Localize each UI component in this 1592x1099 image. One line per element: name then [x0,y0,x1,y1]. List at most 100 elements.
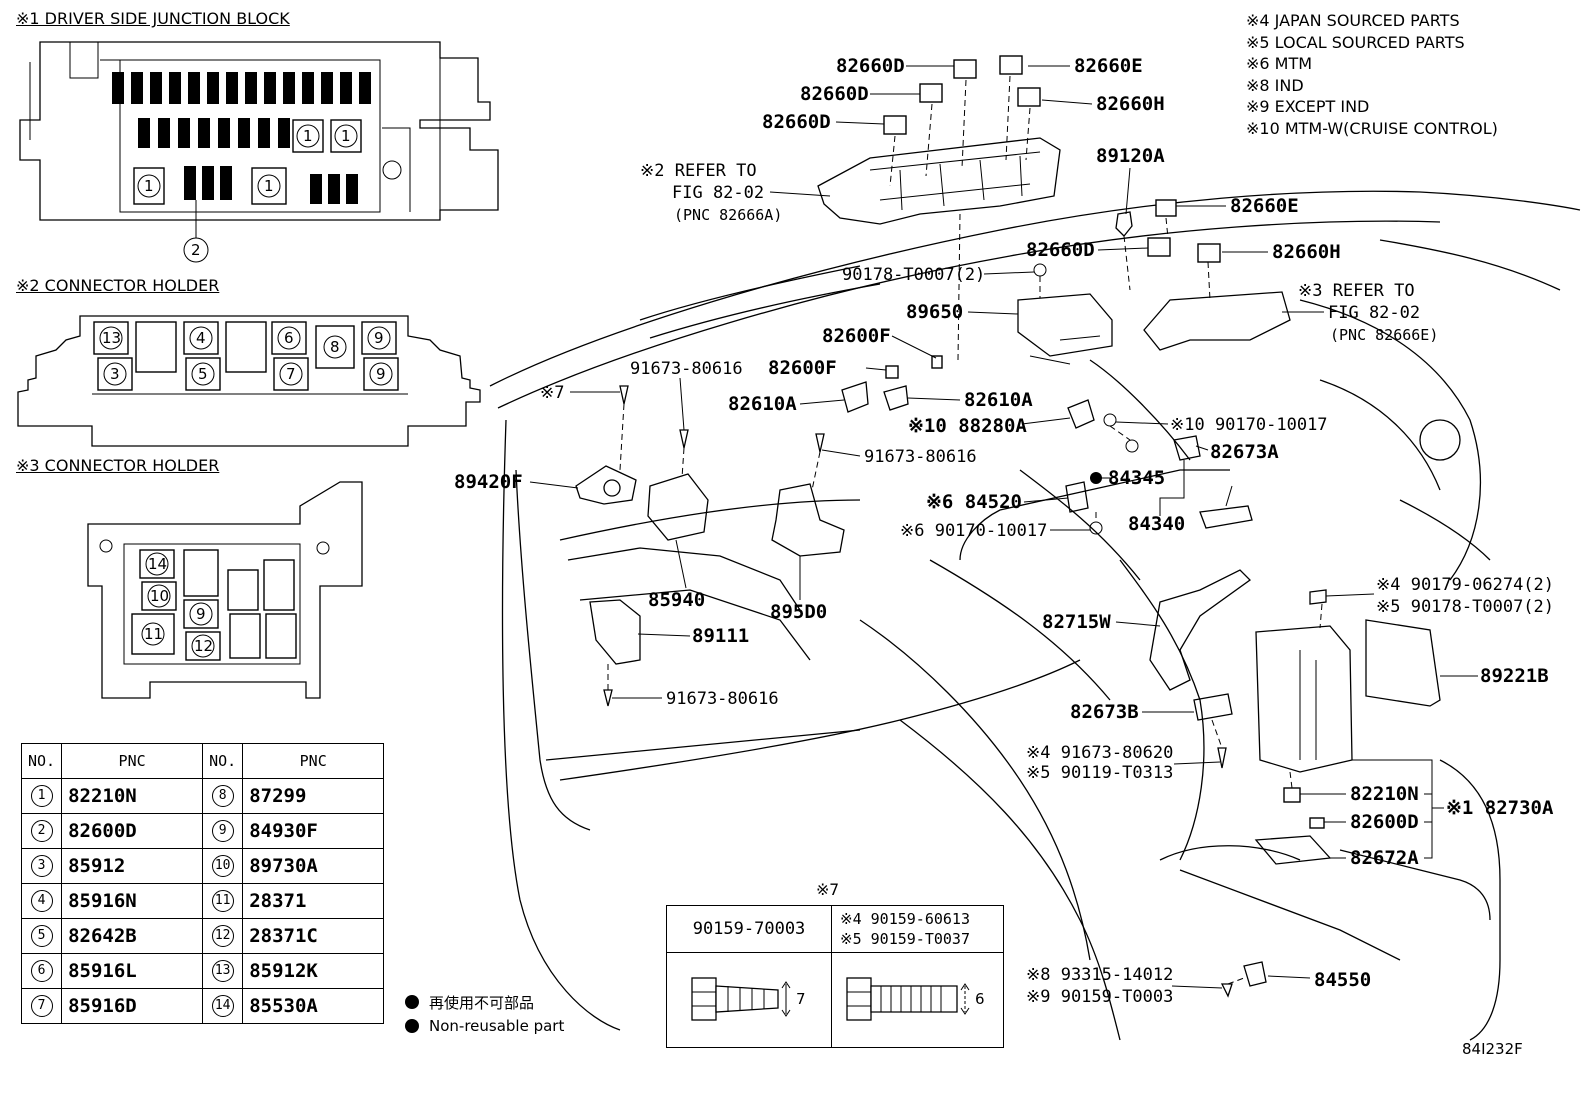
circled-number: 2 [30,820,53,842]
bolt-6-icon: 6 [846,977,985,1021]
svg-text:6: 6 [975,990,985,1008]
label-88280A: ※10 88280A [908,415,1027,437]
h2-circled-13: 13 [93,321,129,355]
table-cell-pnc: 87299 [242,778,385,814]
label-82610A-1: 82610A [728,393,797,415]
label-91673-3: 91673-80616 [666,689,779,709]
svg-text:7: 7 [286,365,296,383]
table-header-pnc: PNC [61,743,204,779]
circled-number: 11 [211,890,234,912]
label-refer3-c: (PNC 82666E) [1330,326,1438,344]
table-cell-pnc: 85916D [61,988,204,1024]
h2-circled-6: 6 [271,321,307,355]
label-91673-2: 91673-80616 [864,447,977,467]
svg-text:2: 2 [191,241,201,259]
circled-number: 12 [211,925,234,947]
section-title-holder-2: ※2 CONNECTOR HOLDER [16,276,220,295]
h3-circled-10: 10 [141,581,177,611]
table-cell-no: 7 [20,988,63,1024]
h2-circled-8: 8 [315,325,355,369]
label-82600F-2: 82600F [768,357,837,379]
svg-text:8: 8 [330,338,340,356]
circled-number: 7 [30,995,53,1017]
non-reusable-dot-icon [405,1019,419,1033]
label-90178b: ※5 90178-T0007(2) [1376,597,1554,617]
label-82660E-2: 82660E [1230,195,1299,217]
connector-holder-3-drawing: 14 10 9 11 12 [87,481,363,699]
label-82715W: 82715W [1042,611,1111,633]
label-refer2-a: ※2 REFER TO [640,161,757,181]
label-82660D-2: 82660D [800,83,869,105]
screw-left-label: 90159-70003 [666,905,832,953]
table-header-pnc: PNC [242,743,385,779]
svg-text:13: 13 [102,329,121,347]
screw-right-label-2: ※5 90159-T0037 [840,930,970,948]
h2-circled-5: 5 [185,357,221,391]
leader-lines [529,65,1478,989]
label-89221B: 89221B [1480,665,1549,687]
svg-text:12: 12 [194,637,213,655]
label-90119: ※5 90119-T0313 [1026,763,1173,783]
svg-text:5: 5 [198,365,208,383]
label-90159: ※9 90159-T0003 [1026,987,1173,1007]
label-895D0: 895D0 [770,601,827,623]
table-cell-pnc: 82642B [61,918,204,954]
label-85940: 85940 [648,589,705,611]
label-90170-2: ※6 90170-10017 [900,521,1047,541]
callout-labels: 82660D 82660E 82660D 82660H 82660D ※2 RE… [454,55,1554,1007]
h3-circled-11: 11 [131,613,175,655]
circled-number: 9 [211,820,234,842]
h2-circled-7: 7 [273,357,309,391]
label-refer3-b: FIG 82-02 [1328,303,1420,323]
svg-text:9: 9 [196,605,206,623]
circled-number: 10 [211,855,234,877]
note-9: ※9 EXCEPT IND [1246,97,1370,116]
table-cell-no: 2 [20,813,63,849]
label-82610A-2: 82610A [964,389,1033,411]
h3-circled-12: 12 [185,631,221,661]
label-82660D-1: 82660D [836,55,905,77]
label-89650: 89650 [906,301,963,323]
label-91673-4: ※4 91673-80620 [1026,743,1173,763]
note-8: ※8 IND [1246,75,1304,95]
table-cell-pnc: 85912K [242,953,385,989]
label-refer2-c: (PNC 82666A) [674,206,782,224]
label-90179: ※4 90179-06274(2) [1376,575,1554,595]
table-cell-pnc: 28371C [242,918,385,954]
svg-text:1: 1 [264,177,274,195]
svg-text:9: 9 [374,329,384,347]
svg-text:14: 14 [148,555,167,573]
label-84345: 84345 [1108,467,1165,489]
label-90170-1: ※10 90170-10017 [1170,415,1328,435]
label-84520: ※6 84520 [926,491,1022,513]
table-cell-pnc: 85916L [61,953,204,989]
table-cell-no: 9 [202,813,244,849]
legend-en: Non-reusable part [405,1014,564,1038]
h3-circled-9: 9 [183,599,219,629]
table-cell-no: 11 [202,883,244,919]
label-93315: ※8 93315-14012 [1026,965,1173,985]
non-reusable-dot-icon [405,995,419,1009]
screw-detail-table: 90159-70003 ※4 90159-60613 ※5 90159-T003… [666,905,1004,1048]
label-82660E-1: 82660E [1074,55,1143,77]
label-refer2-b: FIG 82-02 [672,183,764,203]
notes-list: ※4 JAPAN SOURCED PARTS ※5 LOCAL SOURCED … [1246,10,1498,139]
circled-number: 3 [30,855,53,877]
circled-number: 5 [30,925,53,947]
svg-text:9: 9 [376,365,386,383]
table-cell-no: 6 [20,953,63,989]
dashed-lines [607,75,1323,985]
table-header-no: NO. [202,743,244,779]
screw-note-title: ※7 [816,880,840,899]
circled-number: 4 [30,890,53,912]
label-note7: ※7 [540,383,564,403]
table-cell-no: 1 [20,778,63,814]
table-cell-no: 10 [202,848,244,884]
table-cell-no: 13 [202,953,244,989]
